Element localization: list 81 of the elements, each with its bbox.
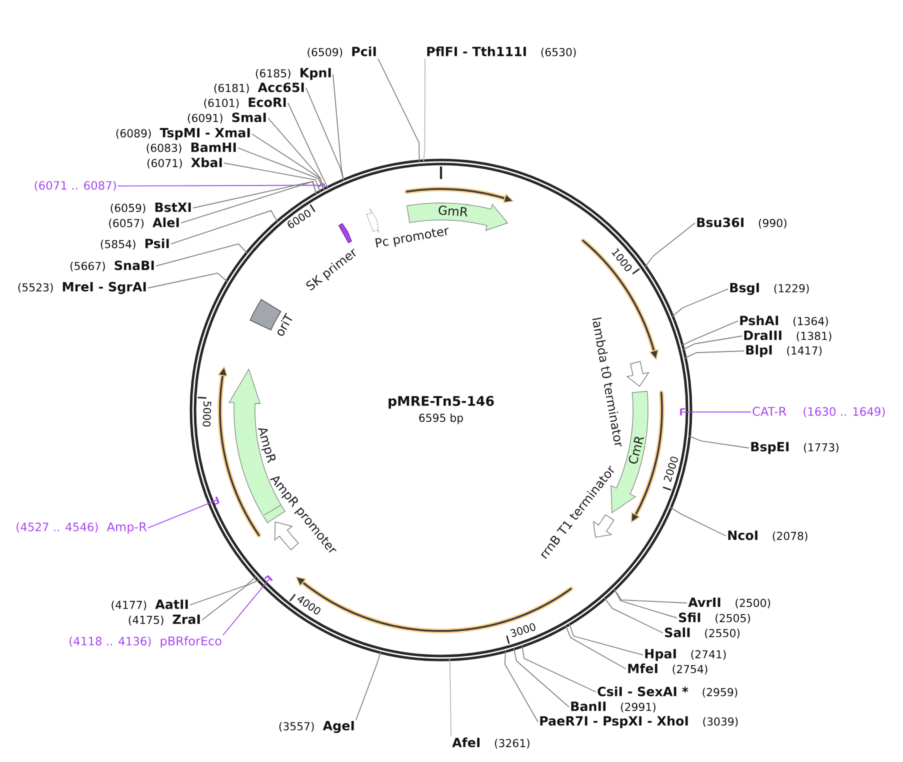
cut-site-label: (3557) AgeI (279, 721, 354, 733)
leader-line (332, 74, 344, 181)
cut-site-label: (5854) PsiI (100, 238, 169, 250)
cut-site-label: BspEI (1773) (751, 442, 838, 454)
leader-line (148, 500, 217, 528)
cut-site-label: (6057) AleI (109, 217, 179, 229)
leader-line (670, 506, 726, 536)
primer-mark (264, 575, 273, 582)
cut-site-label: DraIII (1381) (744, 330, 832, 342)
primer-mark (317, 182, 326, 188)
leader-line (288, 102, 328, 188)
scale-label: 5000 (202, 401, 212, 427)
cut-site-label: (6185) KpnI (256, 68, 331, 80)
leader-line (238, 148, 324, 190)
leader-line (180, 181, 317, 224)
scale-label: 2000 (664, 456, 678, 482)
leader-line (565, 625, 626, 670)
cut-site-label: SfiI (2505) (678, 612, 750, 624)
cut-site-label: PaeR7I - PspXI - XhoI (3039) (540, 716, 738, 728)
leader-line (252, 134, 324, 190)
leader-line (268, 118, 324, 190)
leader-line (148, 272, 228, 288)
leader-line (644, 222, 696, 268)
leader-line (192, 180, 317, 208)
cut-site-label: (6181) Acc65I (214, 82, 304, 94)
cut-site-label: MfeI (2754) (628, 663, 708, 675)
leader-line (681, 320, 738, 346)
primer-mark (214, 496, 220, 505)
cut-site-label: AfeI (3261) (452, 737, 530, 749)
leader-line (568, 623, 644, 656)
leader-line (672, 288, 728, 318)
leader-line (614, 588, 688, 604)
cut-site-label: (6083) BamHI (146, 142, 236, 154)
cut-site-label: HpaI (2741) (645, 649, 726, 661)
cut-site-label: SalI (2550) (664, 627, 740, 639)
cut-site-label: (6059) BstXI (110, 202, 191, 214)
cut-site-label: PflFI - Tth111I (6530) (427, 46, 576, 58)
primer-label: CAT-R (1630 .. 1649) (752, 406, 885, 418)
cut-site-label: (6091) SmaI (188, 112, 266, 124)
leader-line (682, 336, 742, 350)
cut-site-label: PshAI (1364) (740, 315, 828, 327)
cut-site-label: BsgI (1229) (730, 283, 809, 295)
leader-line (170, 210, 278, 244)
cut-site-label: BanII (2991) (571, 702, 656, 712)
leader-line (604, 598, 664, 634)
leader-line (614, 588, 678, 618)
cut-site-label: NcoI (2078) (728, 530, 808, 542)
leader-line (306, 88, 344, 181)
cut-site-label: (6101) EcoRI (204, 98, 286, 108)
leader-line (522, 645, 596, 692)
leader-line (504, 650, 538, 722)
leader-line (118, 184, 318, 186)
leader-line (190, 576, 256, 606)
cut-site-label: (5667) SnaBI (70, 260, 154, 272)
cut-site-label: (6089) TspMI - XmaI (116, 128, 250, 140)
cut-site-label: (5523) MreI - SgrAI (18, 282, 146, 294)
cut-site-label: (6509) PciI (308, 46, 376, 58)
primer-label: (4118 .. 4136) pBRforEco (70, 636, 222, 648)
leader-line (513, 648, 570, 708)
leader-line (684, 350, 744, 359)
leader-line (356, 651, 382, 720)
leader-line (682, 412, 752, 413)
leader-line (156, 243, 248, 266)
scale-label: 3000 (510, 623, 536, 638)
primer-mark (680, 408, 685, 416)
cut-site-label: BlpI (1417) (746, 344, 822, 358)
cut-site-label: CsiI - SexAI * (2959) (598, 686, 738, 698)
leader-line (423, 58, 426, 162)
cut-site-label: Bsu36I (990) (697, 218, 786, 228)
primer-label: (6071 .. 6087) (34, 180, 116, 192)
cut-site-label: (4175) ZraI (128, 614, 200, 626)
leader-line (449, 658, 452, 737)
leader-line (688, 436, 750, 448)
leader-line (202, 580, 260, 620)
cut-site-label: (4177) AatII (112, 600, 188, 610)
leader-line (378, 58, 420, 162)
cut-site-label: (6071) XbaI (147, 157, 222, 169)
leader-line (224, 162, 321, 192)
leader-line (222, 578, 270, 636)
primer-label: (4527 .. 4546) Amp-R (16, 522, 147, 534)
cut-site-label: AvrII (2500) (688, 598, 770, 608)
